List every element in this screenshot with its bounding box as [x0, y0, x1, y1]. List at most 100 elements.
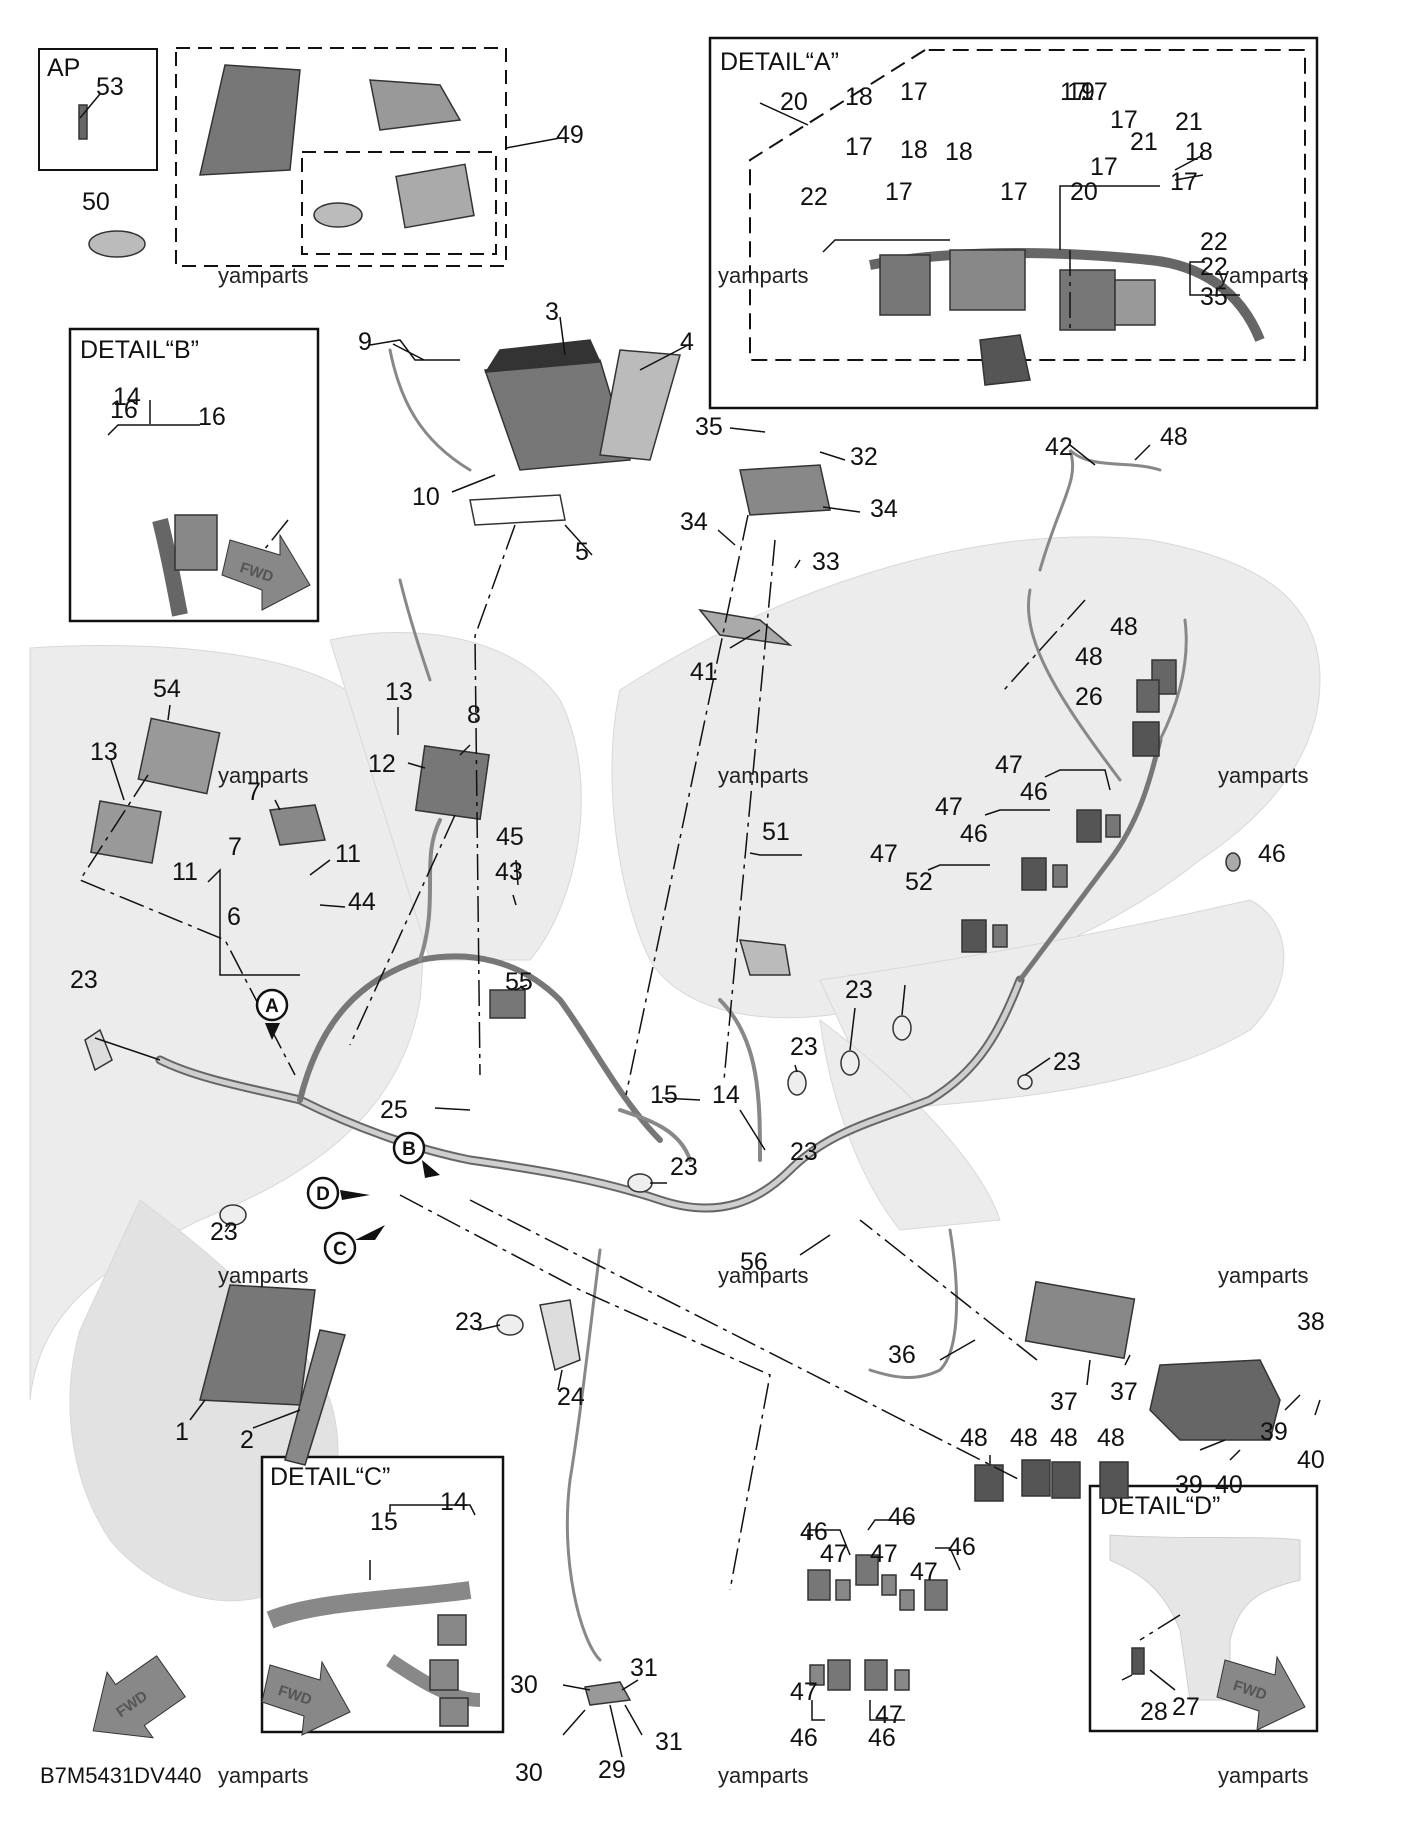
watermark: yamparts [1218, 1763, 1308, 1788]
callout-38: 38 [1297, 1308, 1325, 1336]
callout-14: 14 [113, 383, 141, 411]
callout-30: 30 [510, 1671, 538, 1699]
part-46-b [1021, 857, 1047, 891]
part-47-f [899, 1589, 915, 1611]
fwd-arrow-detail-c: FWD [261, 1660, 351, 1736]
callout-6: 6 [227, 903, 241, 931]
callout-12: 12 [368, 750, 396, 778]
callout-5: 5 [575, 538, 589, 566]
callout-15: 15 [370, 1508, 398, 1536]
part-36-module [1024, 1280, 1136, 1360]
part-47-e [881, 1574, 897, 1596]
callout-23: 23 [670, 1153, 698, 1181]
callout-9: 9 [358, 328, 372, 356]
callout-50: 50 [82, 188, 110, 216]
callout-27: 27 [1172, 1693, 1200, 1721]
callout-14: 14 [440, 1488, 468, 1516]
callout-51: 51 [762, 818, 790, 846]
callout-47: 47 [790, 1678, 818, 1706]
ap-label: AP [47, 54, 80, 82]
callout-48: 48 [1075, 643, 1103, 671]
watermark: yamparts [218, 263, 308, 288]
callout-48: 48 [960, 1424, 988, 1452]
part-49-module [395, 163, 475, 229]
part-23-c [840, 1050, 860, 1076]
callout-17: 17 [900, 78, 928, 106]
detail-a-box-4 [1114, 279, 1156, 326]
callout-17: 17 [1080, 78, 1108, 106]
callout-21: 21 [1175, 108, 1203, 136]
part-23-g [1017, 1074, 1033, 1090]
callout-31: 31 [630, 1654, 658, 1682]
callout-47: 47 [870, 840, 898, 868]
part-48-g [1099, 1461, 1129, 1499]
part-47-c [992, 924, 1008, 948]
part-26-clip [1225, 852, 1241, 872]
detail-b-box: DETAIL“B” [68, 327, 320, 623]
callout-37: 37 [1110, 1378, 1138, 1406]
callout-18: 18 [945, 138, 973, 166]
callout-56: 56 [740, 1248, 768, 1276]
watermark: yamparts [718, 1763, 808, 1788]
callout-11: 11 [172, 858, 198, 886]
callout-22: 22 [1200, 253, 1228, 281]
callout-18: 18 [845, 83, 873, 111]
callout-48: 48 [1110, 613, 1138, 641]
callout-47: 47 [935, 793, 963, 821]
callout-47: 47 [820, 1540, 848, 1568]
callout-17: 17 [845, 133, 873, 161]
circle-marker-d: D [306, 1176, 370, 1210]
callout-16: 16 [198, 403, 226, 431]
detail-d-part-27 [1131, 1647, 1145, 1675]
callout-23: 23 [455, 1308, 483, 1336]
callout-17: 17 [1110, 106, 1138, 134]
part-49-cover [199, 64, 301, 176]
callout-13: 13 [90, 738, 118, 766]
part-23-a [219, 1204, 247, 1226]
callout-1: 1 [175, 1418, 189, 1446]
part-33-bracket [698, 608, 793, 647]
main-wire-harness [155, 348, 1188, 1662]
detail-a-box-1 [879, 254, 931, 316]
detail-b-harness [152, 518, 188, 617]
part-46-c [961, 919, 987, 953]
detail-a-box: DETAIL“A” [708, 36, 1319, 410]
svg-text:A: A [265, 996, 279, 1017]
svg-text:D: D [316, 1184, 330, 1205]
callout-30: 30 [515, 1759, 543, 1787]
callout-54: 54 [153, 675, 181, 703]
callout-4: 4 [680, 328, 694, 356]
part-23-d [892, 1015, 912, 1041]
callout-46: 46 [868, 1724, 896, 1752]
part-23-b [787, 1070, 807, 1096]
callout-23: 23 [790, 1138, 818, 1166]
detail-b-title: DETAIL“B” [80, 336, 199, 364]
detail-c-conn-b [429, 1659, 459, 1691]
detail-b-conn [174, 514, 218, 571]
part-8-relay [269, 804, 326, 846]
callout-33: 33 [812, 548, 840, 576]
callout-44: 44 [348, 888, 376, 916]
callout-43: 43 [495, 858, 523, 886]
watermark: yamparts [718, 763, 808, 788]
watermark: yamparts [718, 1263, 808, 1288]
callout-46: 46 [960, 820, 988, 848]
watermark: yamparts [1218, 263, 1308, 288]
callout-25: 25 [380, 1096, 408, 1124]
callout-55: 55 [505, 968, 533, 996]
part-54-module [90, 800, 162, 864]
detail-c-conn-c [439, 1697, 469, 1727]
part-48-e [1021, 1459, 1051, 1497]
callout-17: 17 [885, 178, 913, 206]
ap-box: AP [38, 48, 158, 171]
callout-15: 15 [650, 1081, 678, 1109]
callout-17: 17 [1000, 178, 1028, 206]
circle-marker-a: A [255, 988, 289, 1040]
part-29-clamp [584, 1681, 632, 1706]
part-47-d [835, 1579, 851, 1601]
callout-32: 32 [850, 443, 878, 471]
callout-19: 19 [1067, 78, 1095, 106]
part-12-regulator [414, 745, 490, 821]
callout-47: 47 [870, 1540, 898, 1568]
